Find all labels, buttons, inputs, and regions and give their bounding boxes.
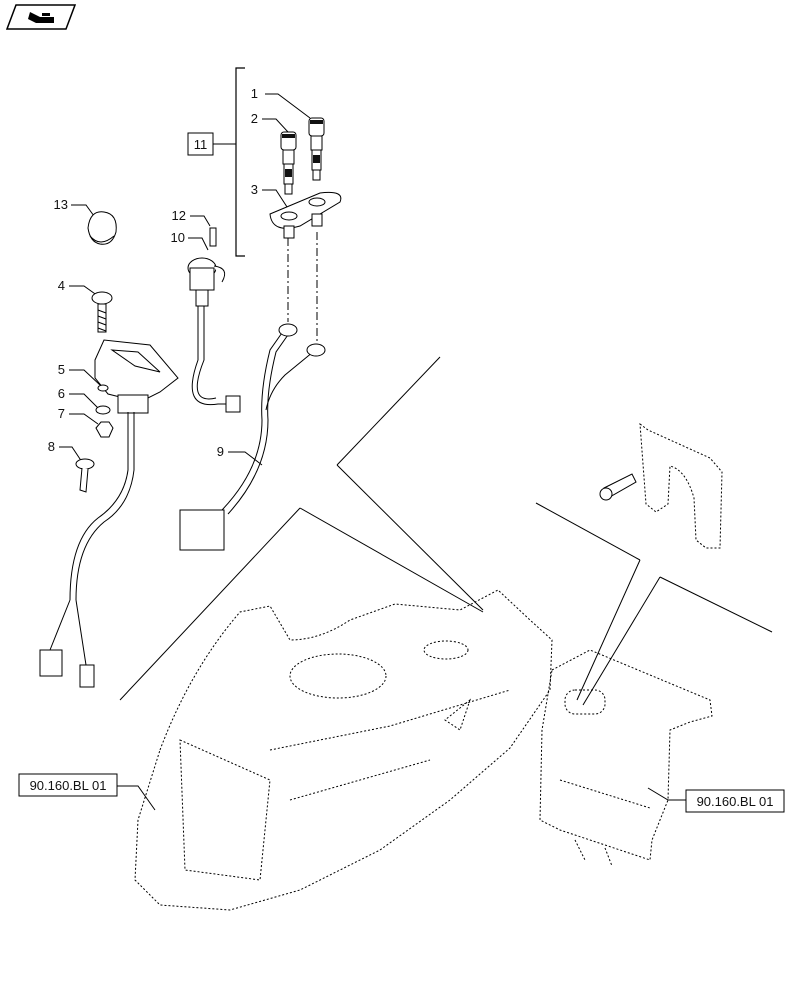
next-page-arrow-icon[interactable] bbox=[6, 4, 76, 30]
reference-right[interactable]: 90.160.BL 01 bbox=[685, 789, 785, 813]
callout-12: 12 bbox=[172, 208, 186, 223]
callout-3: 3 bbox=[251, 182, 258, 197]
callout-13: 13 bbox=[54, 197, 68, 212]
callout-7: 7 bbox=[58, 406, 65, 421]
callout-4: 4 bbox=[58, 278, 65, 293]
reference-left-label: 90.160.BL 01 bbox=[30, 778, 107, 793]
callout-2: 2 bbox=[251, 111, 258, 126]
callout-6: 6 bbox=[58, 386, 65, 401]
reference-left[interactable]: 90.160.BL 01 bbox=[18, 773, 118, 797]
callout-5: 5 bbox=[58, 362, 65, 377]
callout-8: 8 bbox=[48, 439, 55, 454]
group-label-11: 11 bbox=[194, 137, 208, 152]
reference-right-label: 90.160.BL 01 bbox=[697, 794, 774, 809]
callout-1: 1 bbox=[251, 86, 258, 101]
callout-10: 10 bbox=[171, 230, 185, 245]
group-label-box bbox=[187, 132, 214, 156]
callout-9: 9 bbox=[217, 444, 224, 459]
